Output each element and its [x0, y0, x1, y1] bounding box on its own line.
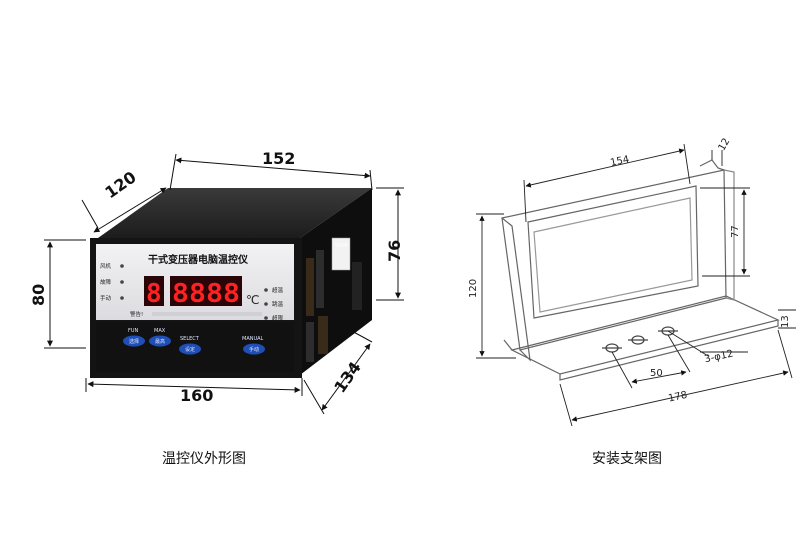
warning-text: 警告! — [130, 310, 143, 318]
indicator-label-limit: 超限 — [272, 314, 284, 322]
button-fun-caption: FUN — [128, 328, 139, 334]
manual-button-key[interactable] — [243, 343, 265, 355]
indicator-led — [264, 288, 268, 292]
bracket-base-plate — [510, 295, 780, 375]
panel-title: 干式变压器电脑温控仪 — [148, 253, 249, 266]
button-manual-label: 手动 — [249, 346, 259, 353]
button-fun[interactable]: FUN 选择 — [123, 328, 145, 347]
right-indicators: 超温 跳温 超限 — [264, 286, 284, 322]
button-fun-label: 选择 — [129, 338, 139, 345]
dim-134: 134 — [330, 358, 365, 396]
dim-80: 80 — [29, 284, 48, 306]
fun-button-key[interactable] — [123, 335, 145, 347]
bracket-dim-12: 12 — [717, 136, 733, 153]
button-select-caption: SELECT — [180, 336, 200, 342]
bracket-dim-77: 77 — [730, 225, 741, 238]
bracket-dim-178: 178 — [667, 390, 688, 405]
bracket-top-tab — [699, 159, 725, 171]
bracket-dim-50: 50 — [650, 368, 663, 379]
controller-drawing: WEIK 干式变压器电脑温控仪 风机 故障 手动 8 8888 ℃ 超温 — [29, 149, 404, 467]
bracket-hole-spec: 3-φ12 — [703, 348, 734, 365]
button-manual-caption: MANUAL — [242, 336, 264, 342]
bracket-holes — [602, 326, 678, 353]
button-select[interactable]: SELECT 设定 — [179, 336, 201, 355]
button-max[interactable]: MAX 最高 — [149, 328, 171, 347]
bracket-window — [527, 185, 699, 319]
left-indicators: 风机 故障 手动 — [100, 262, 124, 302]
dim-76: 76 — [385, 240, 404, 262]
button-select-label: 设定 — [185, 346, 195, 353]
indicator-led — [264, 302, 268, 306]
indicator-label-fan: 风机 — [100, 262, 112, 270]
side-sticker-label: WEIK — [335, 243, 349, 249]
indicator-label-manual: 手动 — [100, 294, 112, 302]
caption-controller: 温控仪外形图 — [162, 451, 246, 467]
indicator-label-overtemp: 超温 — [272, 286, 284, 294]
bracket-dim-120: 120 — [468, 279, 479, 298]
display-main-digits: 8888 — [172, 279, 240, 309]
display-channel-digit: 8 — [146, 279, 162, 309]
indicator-label-trip: 跳温 — [272, 300, 284, 308]
select-button-key[interactable] — [179, 343, 201, 355]
bracket-dimensions — [476, 143, 796, 427]
bracket-dim-154: 154 — [609, 154, 630, 169]
dim-152: 152 — [262, 149, 295, 168]
dim-160: 160 — [180, 386, 213, 405]
bracket-dim-13: 13 — [780, 315, 791, 328]
dim-120: 120 — [101, 167, 139, 202]
button-max-caption: MAX — [154, 328, 166, 334]
indicator-led — [120, 280, 124, 284]
button-max-label: 最高 — [155, 338, 165, 345]
indicator-led — [264, 316, 268, 320]
indicator-led — [120, 296, 124, 300]
display-unit: ℃ — [246, 293, 259, 307]
max-button-key[interactable] — [149, 335, 171, 347]
warning-strip — [152, 312, 262, 316]
display-channel — [144, 276, 164, 306]
indicator-led — [120, 264, 124, 268]
bracket-drawing — [501, 159, 780, 381]
display-main — [170, 276, 242, 306]
controller-dimensions — [44, 153, 404, 415]
caption-bracket: 安装支架图 — [592, 451, 662, 467]
indicator-label-fault: 故障 — [100, 278, 112, 286]
side-terminals: WEIK — [306, 237, 362, 362]
button-manual[interactable]: MANUAL 手动 — [242, 336, 265, 355]
